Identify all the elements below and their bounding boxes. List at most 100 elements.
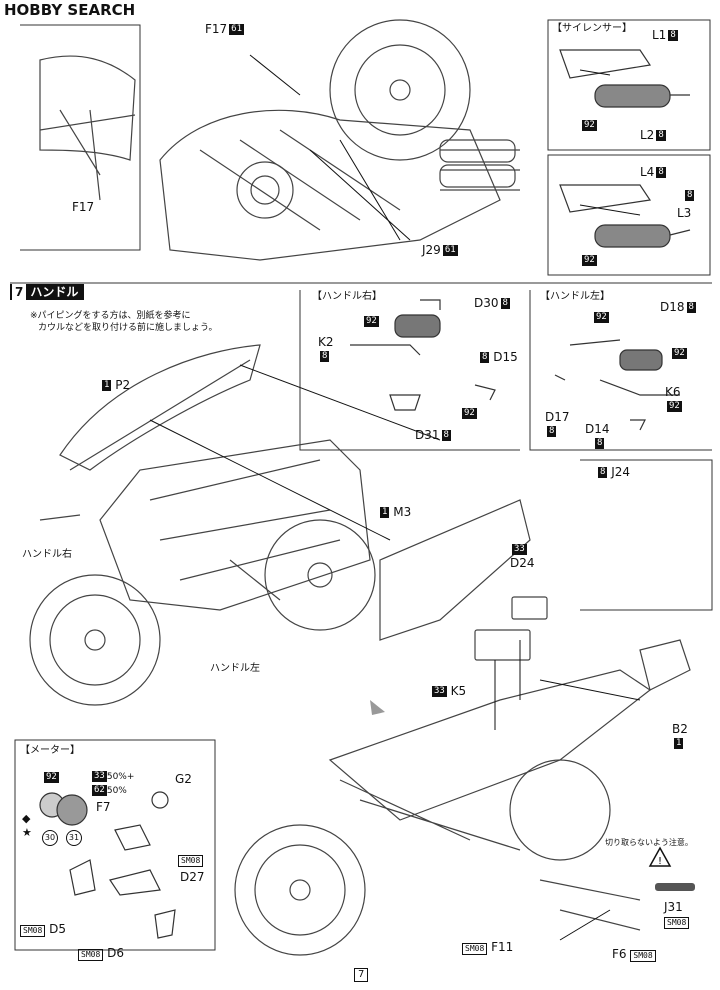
meter-paint-92: 92 [42, 770, 59, 784]
part-label: F7 [96, 800, 111, 814]
paint-92-b: 92 [580, 253, 597, 267]
l3-code: 8 [683, 188, 695, 202]
label-f17-left: F17 [72, 200, 94, 214]
sm-code: SM08 [664, 917, 690, 929]
color-code: 8 [686, 302, 696, 313]
color-code: 92 [582, 120, 597, 131]
color-code: 92 [582, 255, 597, 266]
label-j24: 8 J24 [596, 465, 630, 479]
color-code: 8 [595, 438, 605, 449]
part-label: F6 [612, 947, 627, 961]
mix-text: 50%+ [106, 772, 135, 782]
note-line2: カウルなどを取り付ける前に施しましょう。 [38, 323, 218, 333]
color-code: 8 [656, 167, 666, 178]
warning-icon: ! [648, 846, 672, 867]
page-number: 7 [354, 968, 369, 982]
silencer-box-top [547, 19, 711, 151]
color-code: 8 [656, 130, 666, 141]
meter-drawings [39, 791, 176, 939]
handle-left-drawings [554, 339, 680, 431]
part-label: B2 [672, 722, 688, 736]
part-label: L4 [640, 165, 655, 179]
step-title: ハンドル [30, 285, 79, 299]
color-code: 61 [442, 245, 458, 256]
decal-30: 30 [42, 830, 58, 846]
label-f6: F6 SM08 [612, 947, 656, 962]
part-label: J31 [664, 900, 683, 914]
step-number: 7 [12, 284, 27, 300]
decal-number: 30 [42, 830, 58, 846]
part-label: D17 [545, 410, 570, 424]
part-label: D5 [49, 922, 66, 936]
color-code: 8 [441, 430, 451, 441]
label-d15: 8 D15 [478, 350, 518, 364]
paint-92-l1: 92 [592, 310, 609, 324]
decal-number: 31 [66, 830, 82, 846]
label-d5: SM08 D5 [20, 922, 66, 937]
handle-right-drawings [350, 299, 496, 411]
color-code: 33 [512, 544, 527, 555]
part-label: D27 [180, 870, 205, 884]
label-d6: SM08 D6 [78, 946, 124, 961]
part-label: D14 [585, 422, 610, 436]
color-code: 1 [674, 738, 684, 749]
color-code: 8 [685, 190, 695, 201]
bottom-bike-drawing [234, 596, 691, 956]
sm-code: SM08 [630, 950, 656, 962]
part-label: K6 [665, 385, 681, 399]
part-label: L3 [677, 206, 692, 220]
callout-handle-left: ハンドル左 [210, 663, 260, 674]
handle-left-title: 【ハンドル左】 [540, 291, 610, 302]
direction-arrow-icon [370, 700, 385, 715]
note-line1: ※パイピングをする方は、別紙を参考に [30, 311, 191, 321]
svg-text:!: ! [658, 856, 662, 867]
meter-title: 【メーター】 [20, 745, 80, 756]
color-code: 8 [668, 30, 678, 41]
silencer-title: 【サイレンサー】 [552, 23, 632, 34]
label-f11: SM08 F11 [462, 940, 513, 955]
label-g2: G2 [175, 772, 192, 786]
warning-text: 切り取らないよう注意。 [605, 838, 693, 847]
decal-symbols: ◆★ [22, 812, 32, 840]
part-label: D6 [107, 946, 124, 960]
brand-logo: HOBBY SEARCH [4, 1, 136, 19]
paint-92-l2: 92 [670, 346, 687, 360]
part-label: D24 [510, 556, 535, 570]
brand-logo-text: HOBBY SEARCH [4, 1, 136, 19]
color-code: 92 [594, 312, 609, 323]
label-f7: F7 [96, 800, 111, 814]
silencer-drawings [559, 49, 691, 248]
color-code: 1 [102, 380, 112, 391]
color-code: 92 [44, 772, 59, 783]
part-label: F11 [491, 940, 514, 954]
part-label: M3 [393, 505, 412, 519]
part-label: J24 [611, 465, 631, 479]
sm-code: SM08 [178, 855, 204, 867]
part-label: D18 [660, 300, 685, 314]
color-code: 8 [480, 352, 490, 363]
color-code: 8 [500, 298, 510, 309]
j31-part-icon [655, 883, 695, 891]
sm-code: SM08 [462, 943, 488, 955]
part-label: K2 [318, 335, 334, 349]
part-label: F17 [205, 22, 228, 36]
color-code: 92 [364, 316, 379, 327]
label-p2: 1 P2 [100, 378, 130, 392]
color-code: 33 [432, 686, 447, 697]
color-code: 92 [462, 408, 477, 419]
part-label: L2 [640, 128, 655, 142]
